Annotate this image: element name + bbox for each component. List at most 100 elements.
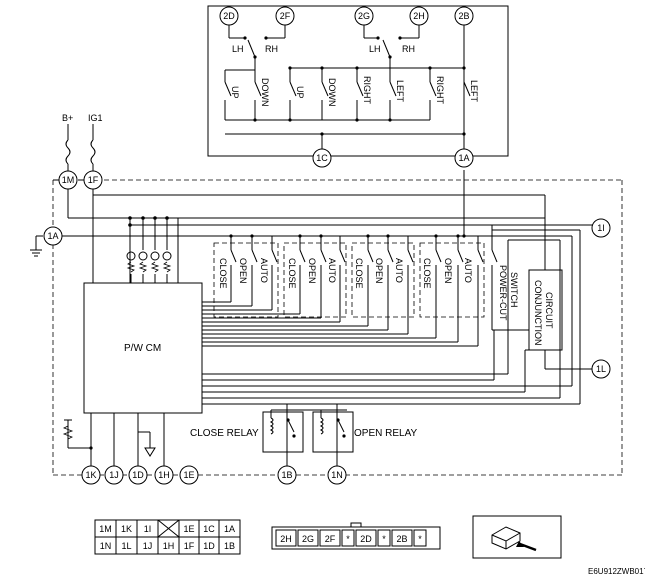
- rh-label-1: RH: [265, 44, 278, 54]
- table2-cell: 2F: [325, 534, 336, 544]
- down-label-1: DOWN: [260, 78, 270, 107]
- auto-label-1: AUTO: [259, 258, 269, 283]
- table1-cell: 1A: [224, 524, 235, 534]
- open-label-2: OPEN: [307, 258, 317, 284]
- table2-cell-box: [319, 529, 341, 547]
- connector-1a-left: [43, 226, 63, 246]
- connector-label-1l: 1L: [596, 364, 606, 374]
- connector-label-1b: 1B: [281, 470, 292, 480]
- close-label-2: CLOSE: [287, 258, 297, 289]
- connector-1f: [83, 170, 103, 190]
- lh-label-1: LH: [232, 44, 244, 54]
- table1-cell: 1H: [163, 541, 175, 551]
- table1-cell: 1F: [184, 541, 195, 551]
- connector-2b: [454, 6, 474, 26]
- up-label-1: UP: [230, 86, 240, 99]
- connector-1d: [128, 465, 148, 485]
- connector-1h: [154, 465, 174, 485]
- connector-label-1d: 1D: [132, 470, 144, 480]
- ig1-label: IG1: [88, 113, 103, 123]
- connector-1i: [591, 218, 611, 238]
- connector-table-1: [94, 519, 241, 555]
- table2-cell: 2B: [396, 534, 407, 544]
- mirror-switches: [224, 66, 471, 120]
- close-label-1: CLOSE: [218, 258, 228, 289]
- connector-1j: [104, 465, 124, 485]
- connector-view-box: [472, 515, 562, 559]
- connector-1e: [179, 465, 199, 485]
- open-relay-label: OPEN RELAY: [354, 428, 417, 439]
- module-label: P/W CM: [124, 343, 161, 354]
- right-label-1: RIGHT: [362, 76, 372, 105]
- connector-table-2: [271, 522, 441, 550]
- open-label-3: OPEN: [374, 258, 384, 284]
- auto-label-4: AUTO: [463, 258, 473, 283]
- connector-label-2g: 2G: [358, 11, 370, 21]
- table2-cell-box: [391, 529, 413, 547]
- table2-cell-box: [355, 529, 377, 547]
- table1-cell: 1J: [143, 541, 153, 551]
- connector-1a-top: [454, 148, 474, 168]
- connector-label-2h: 2H: [413, 11, 425, 21]
- rh-label-2: RH: [402, 44, 415, 54]
- table1-cell: 1E: [183, 524, 194, 534]
- connector-1m: [58, 170, 78, 190]
- table2-cell-box: [297, 529, 319, 547]
- table1-cell: 1B: [224, 541, 235, 551]
- table1-cell: 1C: [203, 524, 215, 534]
- connector-label-1m: 1M: [62, 175, 75, 185]
- table2-cell: 2D: [360, 534, 372, 544]
- table1-cell: 1D: [203, 541, 215, 551]
- close-relay-label: CLOSE RELAY: [190, 428, 259, 439]
- table2-cell: *: [346, 534, 350, 544]
- connector-1k: [81, 465, 101, 485]
- table2-cell-box: [275, 529, 297, 547]
- left-label-1: LEFT: [395, 80, 405, 103]
- connector-label-1k: 1K: [85, 470, 96, 480]
- circuit-label: CIRCUIT: [544, 292, 554, 329]
- connector-label-1j: 1J: [109, 470, 119, 480]
- window-switch-group-2: [283, 242, 347, 318]
- close-label-3: CLOSE: [354, 258, 364, 289]
- down-label-2: DOWN: [327, 78, 337, 107]
- table2-cell-box: [341, 529, 355, 547]
- connector-label-1n: 1N: [331, 470, 343, 480]
- table2-cell-box: [413, 529, 427, 547]
- connector-2h: [409, 6, 429, 26]
- connector-2d: [219, 6, 239, 26]
- connector-1c: [312, 148, 332, 168]
- close-relay: [262, 411, 304, 453]
- left-label-2: LEFT: [469, 80, 479, 103]
- table2-cell: 2H: [280, 534, 292, 544]
- conjunction-label: CONJUNCTION: [533, 280, 543, 346]
- window-switch-group-4: [419, 242, 485, 318]
- lh-label-2: LH: [369, 44, 381, 54]
- connector-label-2f: 2F: [280, 11, 291, 21]
- table1-cell: 1K: [121, 524, 132, 534]
- table1-cell: 1N: [100, 541, 112, 551]
- open-relay: [312, 411, 354, 453]
- connector-label-2b: 2B: [458, 11, 469, 21]
- fuse-ig1: [90, 139, 96, 165]
- connector-1n: [327, 465, 347, 485]
- led-indicators: [126, 251, 172, 283]
- connector-label-1i: 1I: [597, 223, 605, 233]
- switch-panel-frame: [207, 5, 509, 157]
- connector-label-1a-top: 1A: [458, 153, 469, 163]
- connector-label-1a-left: 1A: [47, 231, 58, 241]
- fuse-bplus: [65, 139, 71, 165]
- connector-label-1h: 1H: [158, 470, 170, 480]
- table2-cell: *: [418, 534, 422, 544]
- connector-2f: [275, 6, 295, 26]
- pw-cm-module: [83, 282, 203, 414]
- open-label-4: OPEN: [443, 258, 453, 284]
- power-cut-switch-label: SWITCH: [509, 272, 519, 308]
- table1-cell: 1L: [121, 541, 131, 551]
- figure-code: E6U912ZWB017: [588, 567, 645, 576]
- connector-label-1f: 1F: [88, 175, 99, 185]
- connector-1l: [591, 359, 611, 379]
- connector-label-2d: 2D: [223, 11, 235, 21]
- window-switch-group-3: [351, 242, 415, 318]
- close-label-4: CLOSE: [422, 258, 432, 289]
